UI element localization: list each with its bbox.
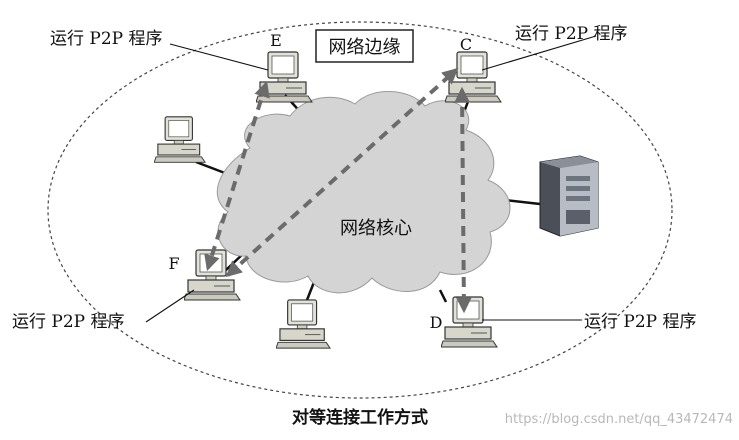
connection-c-d	[454, 86, 472, 314]
connection-e-f	[204, 80, 270, 272]
server-icon	[539, 155, 599, 237]
network-core-label: 网络核心	[340, 218, 412, 239]
host-e-annotation: 运行 P2P 程序	[50, 29, 163, 49]
host-d-letter: D	[430, 313, 443, 332]
figure-caption: 对等连接工作方式	[292, 407, 428, 428]
host-left-computer	[154, 116, 206, 163]
link-d	[438, 289, 448, 303]
p2p-connections	[204, 67, 472, 314]
network-edge-label: 网络边缘	[329, 37, 401, 58]
network-edge-boundary	[47, 21, 673, 399]
network-core-cloud	[216, 91, 511, 294]
host-d-computer	[441, 296, 498, 348]
host-f-annotation: 运行 P2P 程序	[12, 312, 125, 332]
host-f-letter: F	[168, 254, 179, 273]
host-c-letter: C	[460, 35, 472, 54]
link-server	[504, 198, 541, 206]
host-c-computer	[445, 51, 502, 103]
host-f-computer	[184, 249, 241, 301]
host-d-annotation: 运行 P2P 程序	[584, 312, 697, 332]
host-c-annotation: 运行 P2P 程序	[515, 24, 628, 44]
host-e-computer	[256, 51, 313, 103]
network-edge-label-box: 网络边缘	[315, 29, 414, 63]
connection-f-c	[225, 67, 459, 278]
host-bottom-computer	[276, 299, 331, 349]
watermark: https://blog.csdn.net/qq_43472474	[505, 412, 733, 427]
annotation-leaders	[145, 35, 597, 323]
host-e-letter: E	[270, 31, 282, 50]
